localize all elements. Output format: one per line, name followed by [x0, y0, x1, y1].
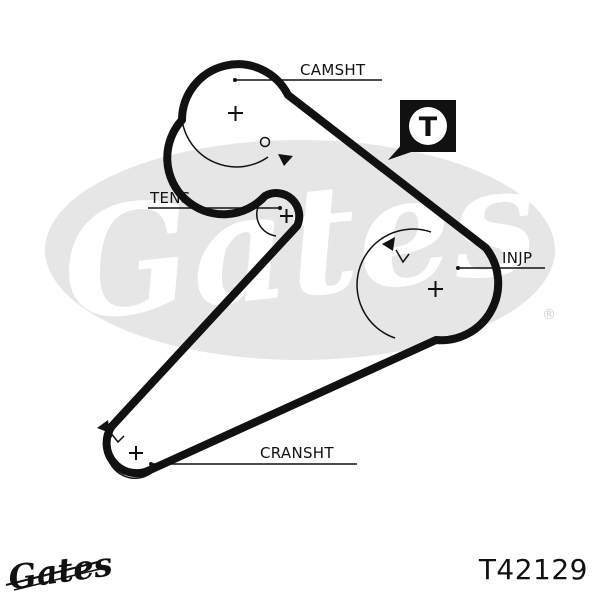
camshaft-pulley: [181, 78, 382, 168]
gates-logo-text: Gates: [6, 544, 115, 597]
part-number: T42129: [478, 553, 588, 586]
watermark-registered-mark: ®: [542, 307, 556, 323]
tensioner-badge: T: [388, 100, 456, 160]
rotation-arrow-icon: [382, 237, 395, 251]
rotation-arrow-icon: [278, 154, 293, 166]
gates-logo: Gates: [5, 544, 115, 597]
timing-belt: [102, 60, 503, 478]
tensioner-label: TENS: [149, 189, 191, 207]
gates-watermark: Gates ®: [45, 131, 556, 360]
camshaft-label: CAMSHT: [300, 61, 366, 79]
crankshaft-label: CRANSHT: [260, 444, 334, 462]
injection-pump-label: INJP: [502, 249, 532, 267]
tensioner-pulley: [148, 196, 293, 237]
rotation-arrow-icon: [97, 420, 110, 433]
timing-mark-circle-icon: [259, 136, 271, 148]
badge-letter: T: [419, 112, 438, 143]
badge-circle: [409, 107, 447, 145]
crankshaft-pulley: [97, 420, 357, 479]
injection-pump-pulley: [356, 228, 545, 339]
